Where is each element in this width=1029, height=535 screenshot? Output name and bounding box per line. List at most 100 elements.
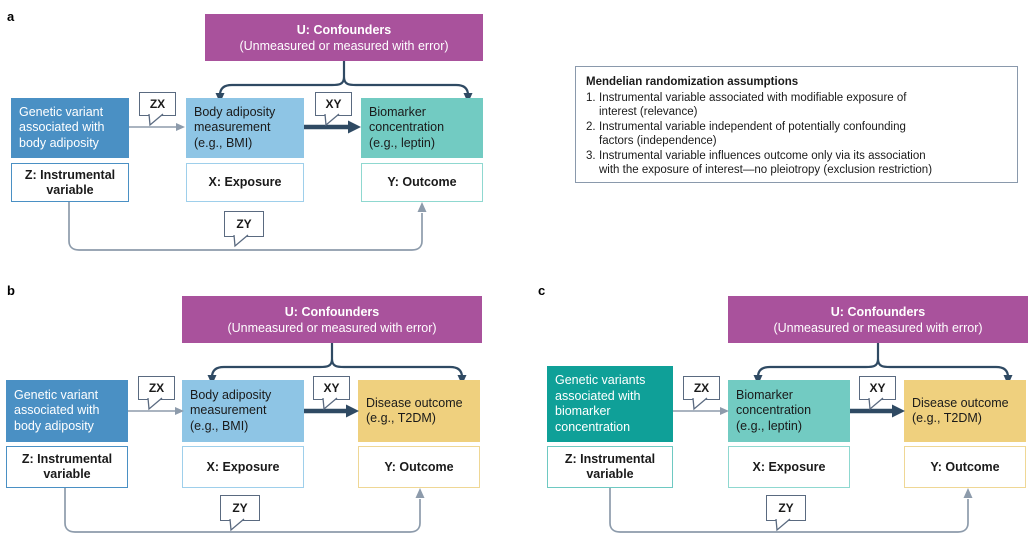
panel-letter-a: a <box>7 9 15 24</box>
node-y-line-1: (e.g., T2DM) <box>912 411 982 425</box>
node-z-line-0: Genetic variant <box>14 387 99 402</box>
node-z-label: Z: Instrumental variable <box>11 163 129 202</box>
assumption-item-3: 3. Instrumental variable influences outc… <box>586 149 1007 178</box>
node-x-line-2: (e.g., leptin) <box>736 418 803 433</box>
edge-zx-label: ZX <box>148 381 165 395</box>
edge-zy-path <box>68 202 427 251</box>
edge-zx-callout: ZX <box>683 376 720 411</box>
edge-xy-callout: XY <box>313 376 350 411</box>
node-y: Disease outcome (e.g., T2DM) <box>904 380 1026 442</box>
edge-xy-label: XY <box>323 381 340 395</box>
node-z-line-0: Genetic variants <box>555 373 646 387</box>
panel-letter-b: b <box>7 283 15 298</box>
assumption-text-2: Instrumental variable independent of pot… <box>599 120 1007 149</box>
node-y: Biomarker concentration (e.g., leptin) <box>361 98 483 158</box>
node-y-line-2: (e.g., leptin) <box>369 135 436 150</box>
panel-a: a U: Confounders (Unmeasured or measured… <box>0 0 520 270</box>
edge-zx-callout: ZX <box>139 92 176 127</box>
node-z-line-2: body adiposity <box>14 418 94 433</box>
node-z-label-line-1: variable <box>586 467 634 481</box>
node-z-label-line-0: Z: Instrumental <box>21 452 113 466</box>
edge-zx-arrow <box>129 123 185 131</box>
node-z: Genetic variants associated with biomark… <box>547 366 673 442</box>
assumption-text-3-line-1: Instrumental variable influences outcome… <box>599 149 926 162</box>
node-z-label-line-0: Z: Instrumental <box>564 452 656 466</box>
confounder-title: U: Confounders <box>830 304 926 319</box>
edge-zy-label: ZY <box>232 501 248 515</box>
edge-zx-label: ZX <box>693 381 710 395</box>
assumption-text-3-line-2: with the exposure of interest—no pleiotr… <box>599 164 933 176</box>
node-y-line-0: Biomarker <box>369 104 426 119</box>
node-y-line-0: Disease outcome <box>912 395 1009 410</box>
edge-xy-label: XY <box>325 97 342 111</box>
node-x-label-line-0: X: Exposure <box>208 175 282 189</box>
node-z: Genetic variant associated with body adi… <box>6 380 128 442</box>
edge-zx-callout: ZX <box>138 376 175 411</box>
edge-zy-label: ZY <box>778 501 794 515</box>
node-y-label-line-0: Y: Outcome <box>930 459 1000 474</box>
confounder-box: U: Confounders (Unmeasured or measured w… <box>205 14 483 61</box>
confounder-subtitle: (Unmeasured or measured with error) <box>227 320 437 335</box>
assumption-text-1-line-2: interest (relevance) <box>599 106 698 118</box>
edge-xy-label: XY <box>869 381 886 395</box>
node-z-label: Z: Instrumental variable <box>6 446 128 488</box>
assumption-text-3: Instrumental variable influences outcome… <box>599 149 1007 178</box>
node-x-label-line-0: X: Exposure <box>752 459 826 474</box>
assumption-text-1: Instrumental variable associated with mo… <box>599 91 1007 120</box>
node-y-line-0: Disease outcome <box>366 395 463 410</box>
confounder-subtitle: (Unmeasured or measured with error) <box>773 320 983 335</box>
edge-xy-arrow <box>304 404 359 418</box>
edge-zy-callout: ZY <box>220 495 260 532</box>
confounder-branch-arrows <box>207 343 467 385</box>
edge-xy-arrow <box>304 120 361 134</box>
node-x-line-0: Body adiposity <box>190 387 272 402</box>
node-x-line-2: (e.g., BMI) <box>190 418 249 433</box>
edge-xy-callout: XY <box>859 376 896 411</box>
node-x: Body adiposity measurement (e.g., BMI) <box>182 380 304 442</box>
edge-xy-arrow <box>850 404 905 418</box>
node-y-label: Y: Outcome <box>361 163 483 202</box>
node-x-line-1: concentration <box>736 403 812 418</box>
node-z-label: Z: Instrumental variable <box>547 446 673 488</box>
node-x-label: X: Exposure <box>186 163 304 202</box>
node-y: Disease outcome (e.g., T2DM) <box>358 380 480 442</box>
confounder-title: U: Confounders <box>296 22 392 37</box>
edge-zy-callout: ZY <box>766 495 806 532</box>
confounder-box: U: Confounders (Unmeasured or measured w… <box>182 296 482 343</box>
node-z-line-1: associated with <box>555 388 641 403</box>
assumption-item-2: 2. Instrumental variable independent of … <box>586 120 1007 149</box>
assumption-text-2-line-2: factors (independence) <box>599 135 717 147</box>
assumption-num-3: 3. <box>586 149 596 162</box>
assumption-text-2-line-1: Instrumental variable independent of pot… <box>599 120 906 133</box>
node-x-line-1: measurement <box>190 403 267 418</box>
node-z-line-1: associated with <box>14 403 100 418</box>
node-z-label-line-1: variable <box>43 467 91 481</box>
node-x: Biomarker concentration (e.g., leptin) <box>728 380 850 442</box>
assumption-text-1-line-1: Instrumental variable associated with mo… <box>599 91 907 104</box>
assumption-item-1: 1. Instrumental variable associated with… <box>586 91 1007 120</box>
node-y-label: Y: Outcome <box>904 446 1026 488</box>
assumptions-title: Mendelian randomization assumptions <box>586 76 799 88</box>
node-z-label-line-0: Z: Instrumental <box>24 167 116 182</box>
edge-zy-label: ZY <box>236 217 252 231</box>
node-y-line-1: (e.g., T2DM) <box>366 411 436 425</box>
edge-zy-callout: ZY <box>224 211 264 248</box>
node-z-label-line-1: variable <box>46 182 94 197</box>
edge-zx-arrow <box>673 407 729 415</box>
node-x-label: X: Exposure <box>728 446 850 488</box>
node-z: Genetic variant associated with body adi… <box>11 98 129 158</box>
panel-c: c U: Confounders (Unmeasured or measured… <box>528 280 1029 533</box>
confounder-box: U: Confounders (Unmeasured or measured w… <box>728 296 1028 343</box>
assumptions-box: Mendelian randomization assumptions 1. I… <box>575 66 1018 183</box>
edge-zx-arrow <box>128 407 184 415</box>
node-y-line-1: concentration <box>369 120 445 135</box>
node-z-line-0: Genetic variant <box>19 104 104 119</box>
confounder-subtitle: (Unmeasured or measured with error) <box>239 38 449 53</box>
assumption-num-1: 1. <box>586 91 596 104</box>
node-z-line-3: concentration <box>555 419 631 434</box>
node-x-label-line-0: X: Exposure <box>206 459 280 474</box>
node-x-line-0: Biomarker <box>736 387 793 402</box>
node-z-line-2: body adiposity <box>19 135 99 150</box>
node-y-label-line-0: Y: Outcome <box>387 175 457 189</box>
node-z-line-2: biomarker <box>555 404 611 418</box>
